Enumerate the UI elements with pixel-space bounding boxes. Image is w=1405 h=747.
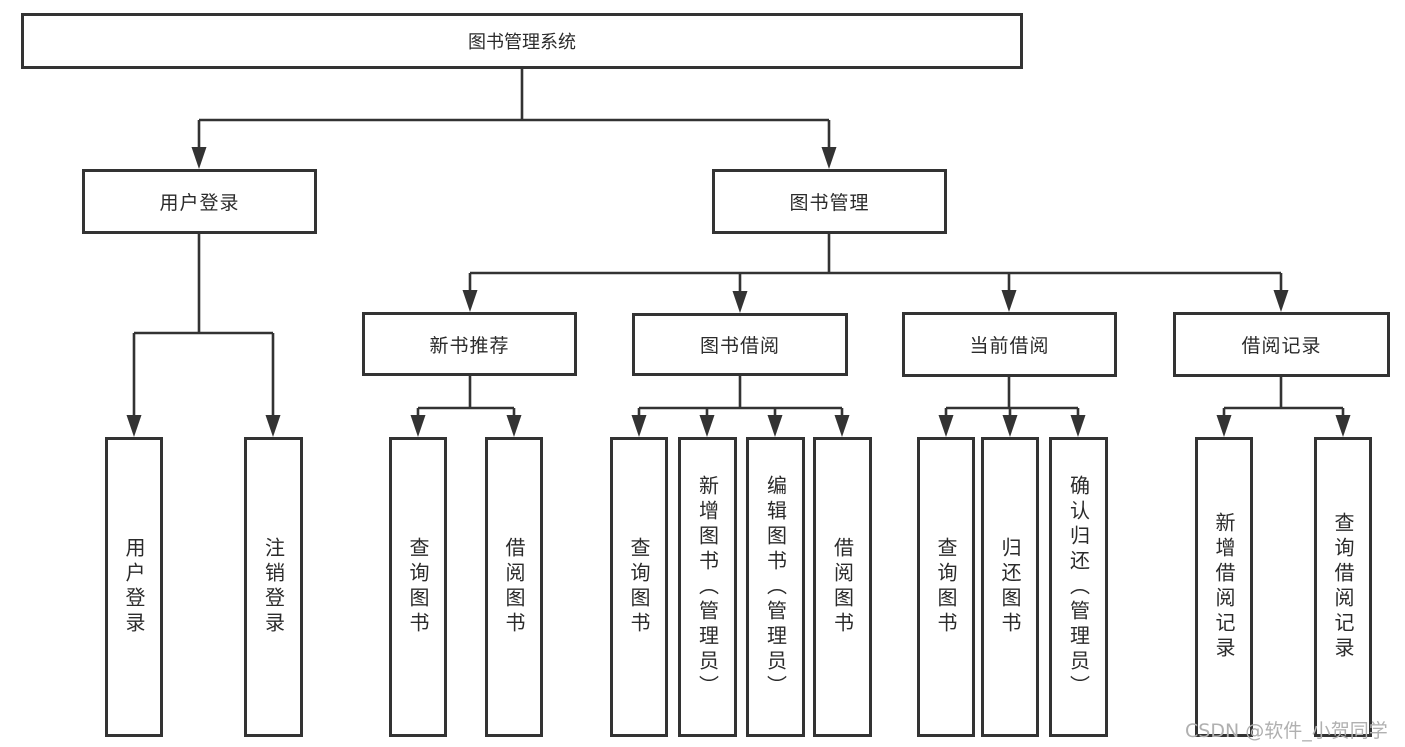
leaf-cb-confirm-return-admin-label: 确认归还（管理员）	[1066, 474, 1091, 700]
leaf-bb-query-books-label: 查询图书	[627, 537, 651, 637]
leaf-user-login-label: 用户登录	[122, 537, 146, 637]
node-book-management-label: 图书管理	[789, 192, 870, 214]
leaf-br-add-record: 新增借阅记录	[1195, 437, 1253, 737]
leaf-nbr-query-books-label: 查询图书	[406, 537, 430, 637]
node-root-label: 图书管理系统	[468, 32, 576, 53]
leaf-bb-query-books: 查询图书	[610, 437, 668, 737]
leaf-cb-query-books: 查询图书	[917, 437, 975, 737]
watermark: CSDN @软件_小贺同学	[1185, 720, 1388, 742]
leaf-user-login: 用户登录	[105, 437, 163, 737]
node-book-borrow: 图书借阅	[632, 313, 848, 376]
leaf-br-add-record-label: 新增借阅记录	[1212, 512, 1236, 662]
leaf-cb-query-books-label: 查询图书	[934, 537, 958, 637]
node-new-book-recommend-label: 新书推荐	[429, 334, 510, 357]
leaf-logout-label: 注销登录	[261, 537, 286, 637]
leaf-nbr-borrow-books-label: 借阅图书	[502, 537, 526, 637]
node-root: 图书管理系统	[21, 13, 1023, 69]
node-book-management: 图书管理	[712, 169, 947, 234]
leaf-cb-confirm-return-admin: 确认归还（管理员）	[1049, 437, 1108, 737]
leaf-bb-edit-books-admin: 编辑图书（管理员）	[746, 437, 805, 737]
node-borrow-record-label: 借阅记录	[1241, 335, 1322, 357]
node-borrow-record: 借阅记录	[1173, 312, 1390, 377]
leaf-logout: 注销登录	[244, 437, 303, 737]
leaf-bb-borrow-books-label: 借阅图书	[830, 537, 855, 637]
leaf-cb-return-books-label: 归还图书	[998, 537, 1022, 637]
leaf-cb-return-books: 归还图书	[981, 437, 1039, 737]
node-user-login: 用户登录	[82, 169, 317, 234]
leaf-bb-borrow-books: 借阅图书	[813, 437, 872, 737]
leaf-nbr-borrow-books: 借阅图书	[485, 437, 543, 737]
node-current-borrow: 当前借阅	[902, 312, 1117, 377]
leaf-bb-add-books-admin-label: 新增图书（管理员）	[695, 474, 720, 700]
leaf-br-query-record: 查询借阅记录	[1314, 437, 1372, 737]
leaf-nbr-query-books: 查询图书	[389, 437, 447, 737]
leaf-bb-edit-books-admin-label: 编辑图书（管理员）	[763, 474, 788, 700]
node-user-login-label: 用户登录	[159, 192, 240, 214]
node-book-borrow-label: 图书借阅	[699, 335, 780, 357]
leaf-bb-add-books-admin: 新增图书（管理员）	[678, 437, 737, 737]
leaf-br-query-record-label: 查询借阅记录	[1331, 512, 1355, 662]
node-current-borrow-label: 当前借阅	[969, 335, 1050, 357]
node-new-book-recommend: 新书推荐	[362, 312, 577, 376]
